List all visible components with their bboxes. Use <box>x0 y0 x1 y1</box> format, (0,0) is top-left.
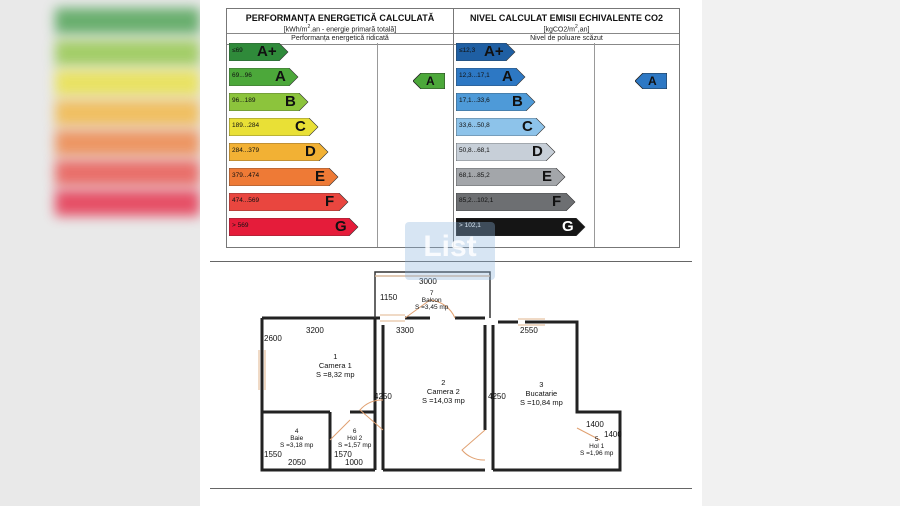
dimension-1550: 1550 <box>264 450 282 459</box>
dimension-2550: 2550 <box>520 326 538 335</box>
energy-band-range: 96...189 <box>232 97 256 104</box>
emissions-band-range: 33,6...50,8 <box>459 122 490 129</box>
energy-band-letter: D <box>305 143 316 160</box>
emissions-header: Nivel de poluare scăzut <box>454 33 679 45</box>
energy-band-letter: E <box>315 168 326 185</box>
energy-subtitle: [kWh/m2.an - energie primară totală] <box>283 24 397 34</box>
energy-band-range: ≤69 <box>232 47 243 54</box>
emissions-band-letter: G <box>562 218 574 235</box>
energy-band-g: > 569 G <box>229 218 359 236</box>
balcony-outline <box>374 271 491 318</box>
emissions-band-letter: A+ <box>484 43 504 60</box>
emissions-band-letter: F <box>552 193 562 210</box>
emissions-band-range: 85,2...102,1 <box>459 197 494 204</box>
dimension-2600: 2600 <box>264 334 282 343</box>
dimension-1400-top: 1400 <box>586 420 604 429</box>
energy-header: Performanța energetică ridicată <box>227 33 453 45</box>
energy-panel: PERFORMANȚA ENERGETICĂ CALCULATĂ [kWh/m2… <box>227 9 454 247</box>
energy-band-letter: C <box>295 118 306 135</box>
energy-current-class-indicator: A <box>412 72 446 90</box>
emissions-band-range: ≤12,3 <box>459 47 476 54</box>
emissions-subtitle: [kgCO2/m2,an] <box>543 24 590 34</box>
emissions-band-letter: D <box>532 143 543 160</box>
emissions-current-class-indicator: A <box>634 72 668 90</box>
emissions-divider <box>594 43 595 247</box>
dimension-1570: 1570 <box>334 450 352 459</box>
emissions-band-letter: E <box>542 168 553 185</box>
dimension-3000: 3000 <box>419 277 437 286</box>
emissions-band-c: 33,6...50,8 C <box>456 118 546 136</box>
energy-band-d: 284...379 D <box>229 143 329 161</box>
emissions-band-b: 17,1...33,6 B <box>456 93 536 111</box>
energy-band-range: > 569 <box>232 222 249 229</box>
document-page: PERFORMANȚA ENERGETICĂ CALCULATĂ [kWh/m2… <box>200 0 702 506</box>
dimension-4250-left: 4250 <box>374 392 392 401</box>
emissions-band-aplus: ≤12,3 A+ <box>456 43 516 61</box>
emissions-band-letter: B <box>512 93 523 110</box>
dimension-1000: 1000 <box>345 458 363 467</box>
energy-band-b: 96...189 B <box>229 93 309 111</box>
energy-band-f: 474...569 F <box>229 193 349 211</box>
emissions-title: NIVEL CALCULAT EMISII ECHIVALENTE CO2 <box>469 13 663 23</box>
energy-band-range: 189...284 <box>232 122 260 129</box>
emissions-band-f: 85,2...102,1 F <box>456 193 576 211</box>
energy-band-letter: A <box>275 68 286 85</box>
dimension-1150: 1150 <box>380 293 398 302</box>
emissions-band-letter: C <box>522 118 533 135</box>
bottom-divider <box>210 488 692 489</box>
windows <box>258 314 545 390</box>
doors <box>329 299 601 461</box>
energy-band-letter: A+ <box>257 43 277 60</box>
emissions-band-letter: A <box>502 68 513 85</box>
emissions-band-e: 68,1...85,2 E <box>456 168 566 186</box>
emissions-band-a: 12,3...17,1 A <box>456 68 526 86</box>
energy-divider <box>377 43 378 247</box>
section-divider <box>210 261 692 262</box>
energy-band-range: 284...379 <box>232 147 260 154</box>
dimension-2050: 2050 <box>288 458 306 467</box>
emissions-band-range: > 102,1 <box>459 222 481 229</box>
energy-title: PERFORMANȚA ENERGETICĂ CALCULATĂ <box>245 13 435 23</box>
emissions-current-class: A <box>648 74 657 88</box>
energy-band-range: 474...569 <box>232 197 260 204</box>
walls <box>260 316 622 472</box>
blurred-background-left <box>0 0 200 506</box>
floor-plan-drawing <box>258 271 622 472</box>
energy-band-a: 69...96 A <box>229 68 299 86</box>
energy-band-letter: G <box>335 218 347 235</box>
energy-band-aplus: ≤69 A+ <box>229 43 289 61</box>
emissions-band-range: 12,3...17,1 <box>459 72 490 79</box>
watermark-logo: List <box>405 222 495 280</box>
energy-band-c: 189...284 C <box>229 118 319 136</box>
dimension-3300: 3300 <box>396 326 414 335</box>
dimension-4250-right: 4250 <box>488 392 506 401</box>
emissions-band-range: 17,1...33,6 <box>459 97 490 104</box>
energy-current-class: A <box>426 74 435 88</box>
dimension-3200: 3200 <box>306 326 324 335</box>
emissions-band-g: > 102,1 G <box>456 218 586 236</box>
energy-band-letter: B <box>285 93 296 110</box>
energy-certificate: PERFORMANȚA ENERGETICĂ CALCULATĂ [kWh/m2… <box>226 8 680 248</box>
dimension-1400-side: 1400 <box>604 430 622 439</box>
energy-band-e: 379...474 E <box>229 168 339 186</box>
energy-band-range: 69...96 <box>232 72 252 79</box>
emissions-band-range: 68,1...85,2 <box>459 172 490 179</box>
emissions-band-d: 50,8...68,1 D <box>456 143 556 161</box>
blurred-background-right <box>702 0 900 506</box>
energy-band-letter: F <box>325 193 335 210</box>
emissions-panel: NIVEL CALCULAT EMISII ECHIVALENTE CO2 [k… <box>454 9 679 247</box>
emissions-band-range: 50,8...68,1 <box>459 147 490 154</box>
energy-band-range: 379...474 <box>232 172 260 179</box>
